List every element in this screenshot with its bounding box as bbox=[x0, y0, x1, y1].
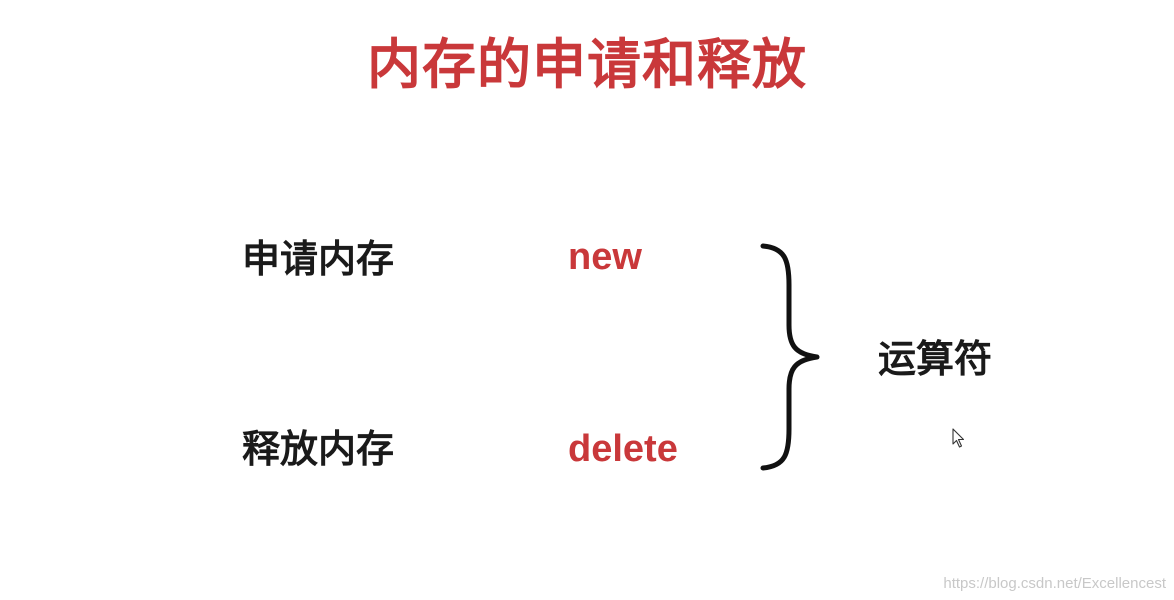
mouse-pointer-icon bbox=[952, 428, 965, 448]
label-free-memory: 释放内存 bbox=[242, 427, 395, 471]
right-curly-brace-icon bbox=[760, 243, 820, 471]
label-operator: 运算符 bbox=[878, 337, 993, 381]
keyword-new: new bbox=[568, 236, 642, 278]
keyword-delete: delete bbox=[568, 428, 678, 470]
watermark: https://blog.csdn.net/Excellencest bbox=[943, 575, 1166, 592]
slide-title: 内存的申请和释放 bbox=[367, 33, 807, 96]
label-allocate-memory: 申请内存 bbox=[242, 237, 395, 281]
